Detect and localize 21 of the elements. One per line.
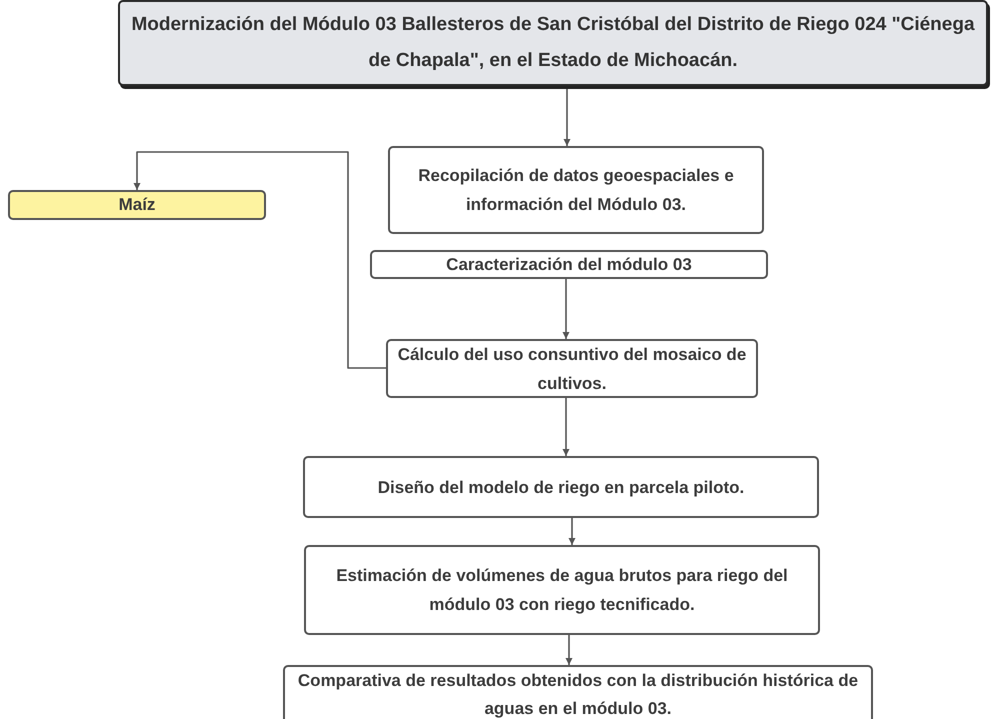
process-box [388, 146, 764, 234]
box-text: Modernización del Módulo 03 Ballesteros de San Cristóbal del Distrito de Riego 024 "Ciénega de Chapala", en el Estado de Michoacán. [130, 13, 976, 73]
arrow [564, 86, 570, 146]
box-text: Maíz [118, 194, 156, 216]
box-text: Comparativa de resultados obtenidos con la distribución histórica de aguas en el módulo 03. [296, 670, 860, 719]
process-box [304, 545, 820, 635]
box-text: Recopilación de datos geoespaciales e información del Módulo 03. [417, 165, 735, 216]
arrow [566, 635, 572, 665]
process-box [8, 190, 266, 220]
box-text: Cálculo del uso consuntivo del mosaico de cultivos. [396, 344, 748, 394]
process-box [303, 456, 819, 518]
box-text: Caracterización del módulo 03 [446, 254, 692, 276]
arrow [562, 279, 570, 339]
arrow [568, 518, 576, 545]
box-text: Diseño del modelo de riego en parcela piloto. [378, 476, 744, 499]
title-box [118, 0, 988, 86]
arrow [134, 151, 386, 369]
box-text: Estimación de volúmenes de agua brutos para riego del módulo 03 con riego tecnificado. [335, 565, 789, 616]
process-box [386, 339, 758, 398]
process-box [370, 250, 768, 279]
arrow [562, 398, 570, 456]
